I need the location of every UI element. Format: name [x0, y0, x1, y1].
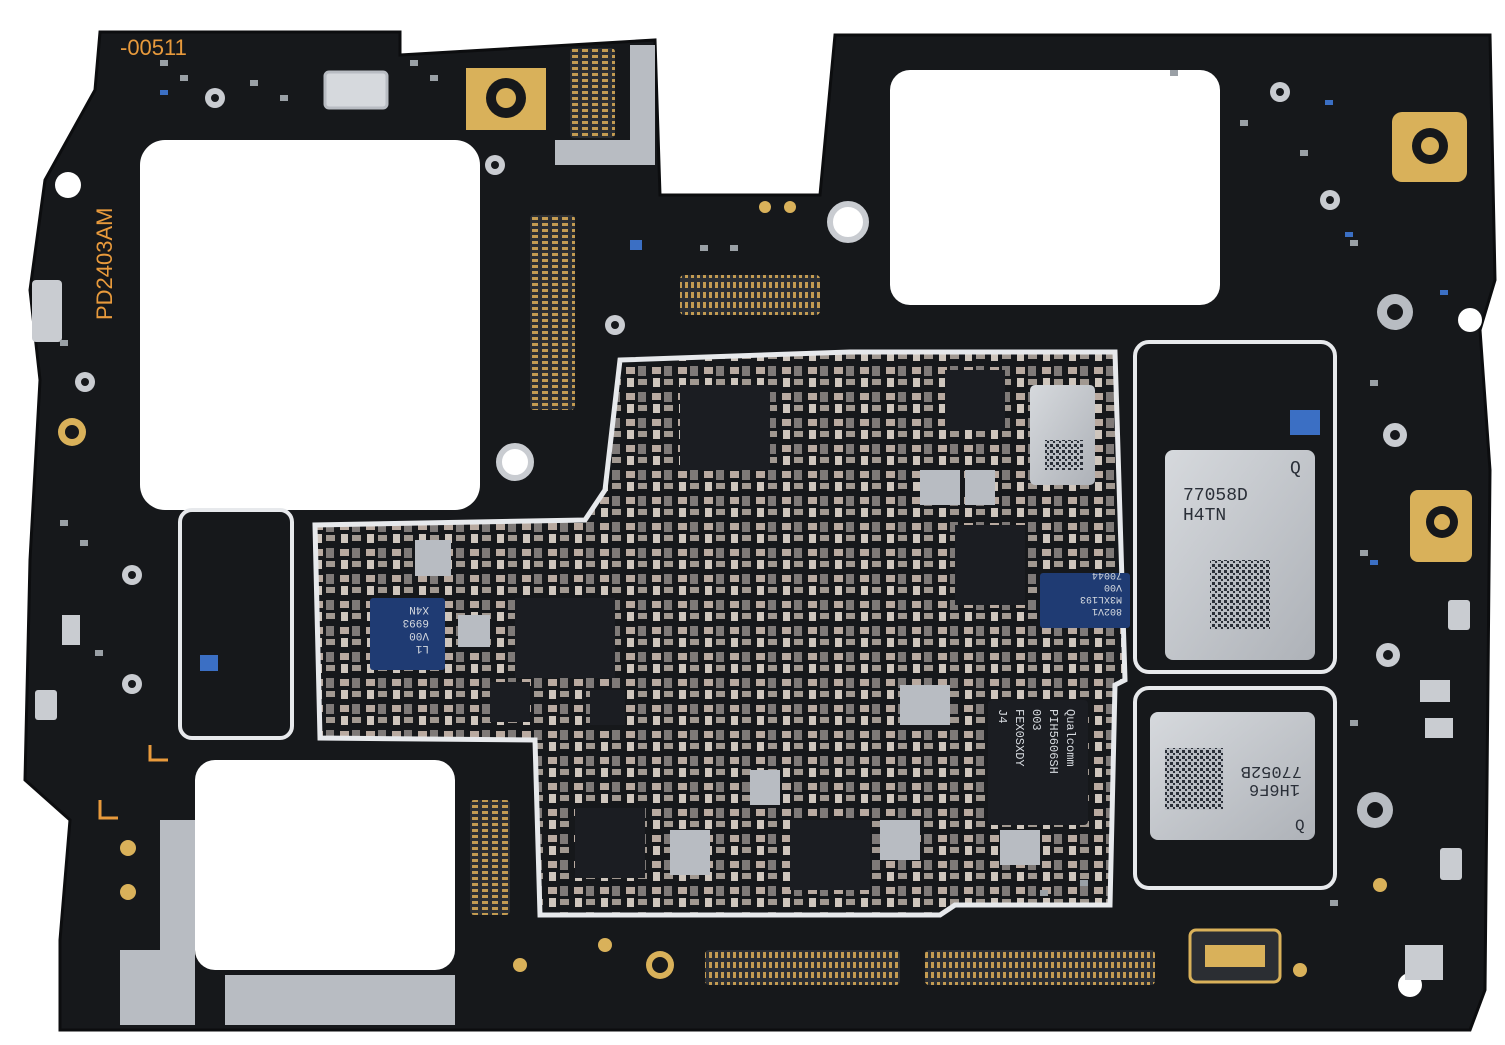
rf-chip-77052b: 77052B 1H6F6 Q [1150, 712, 1315, 840]
memory-chip-line4: FEX0SXDY [1012, 709, 1026, 767]
left-chip-line1: L1 [415, 642, 429, 654]
blue-passives [160, 90, 1448, 671]
left-chip: L1 V00 6993 X4N [370, 598, 445, 670]
metal-components [415, 470, 1040, 875]
silk-corner-mark-3 [148, 745, 165, 762]
left-chip-line2: V00 [409, 629, 429, 641]
scattered-passives [60, 60, 1378, 906]
rf-shield-frame-bottom [1133, 686, 1337, 890]
edge-hole-1 [55, 172, 81, 198]
pmic-chip-line1: 802V1 [1092, 605, 1122, 616]
shield-pads-bottom [225, 975, 455, 1025]
connectors [470, 48, 1282, 985]
silkscreen-model: PD2403AM [92, 207, 117, 320]
side-contacts [32, 280, 1470, 980]
rf-shield-frame-top [1133, 340, 1337, 674]
shield-frame-left-small [178, 508, 294, 740]
memory-chip-line2: PIH5606SH [1046, 709, 1060, 774]
pmic-chip-line2: M3XL193 [1080, 593, 1122, 604]
rf-chip-77058d: 77058D H4TN Q [1165, 450, 1315, 660]
antenna-connectors [75, 82, 1413, 828]
left-chip-line4: X4N [409, 603, 429, 615]
rf-chip-2-line1: 77052B [1241, 761, 1302, 780]
connector-left-vertical [530, 215, 575, 410]
memory-chip-line1: Qualcomm [1063, 709, 1077, 767]
rf-chip-2-corner: Q [1295, 817, 1305, 835]
mount-hole-1 [496, 443, 534, 481]
pmic-chip: 802V1 M3XL193 V00 70044 [1040, 569, 1130, 628]
connector-top-center [680, 275, 820, 315]
edge-hole-2 [1458, 308, 1482, 332]
pmic-chip-line4: 70044 [1092, 569, 1122, 580]
mount-hole-2 [827, 201, 869, 243]
shield-bracket-bottom [120, 820, 195, 1025]
memory-chip-line5: J4 [995, 709, 1009, 723]
left-chip-line3: 6993 [403, 616, 429, 628]
metal-chip-top [1030, 385, 1095, 485]
connector-top-left [570, 48, 615, 138]
pmic-chip-line3: V00 [1104, 581, 1122, 592]
connector-bottom-left-vertical [470, 800, 510, 915]
rf-chip-1-corner: Q [1290, 459, 1301, 479]
connector-bottom-1 [705, 950, 900, 985]
crystal-oscillator [323, 70, 389, 110]
silk-corner-mark-2 [98, 800, 118, 820]
cutout-top-left [140, 140, 480, 510]
rf-chip-2-line2: 1H6F6 [1249, 779, 1300, 798]
connector-bottom-2 [925, 950, 1155, 985]
cutout-bottom-left [195, 760, 455, 970]
rf-chip-1-line2: H4TN [1183, 506, 1226, 526]
silkscreen-serial: -00511 [120, 35, 187, 60]
rf-chip-1-line1: 77058D [1183, 486, 1248, 506]
memory-chip: Qualcomm PIH5606SH 003 FEX0SXDY J4 [988, 700, 1088, 825]
memory-chip-line3: 003 [1029, 709, 1043, 731]
shield-bracket-top [555, 45, 655, 165]
cutout-top-right [890, 70, 1220, 305]
black-ics [490, 370, 1025, 890]
